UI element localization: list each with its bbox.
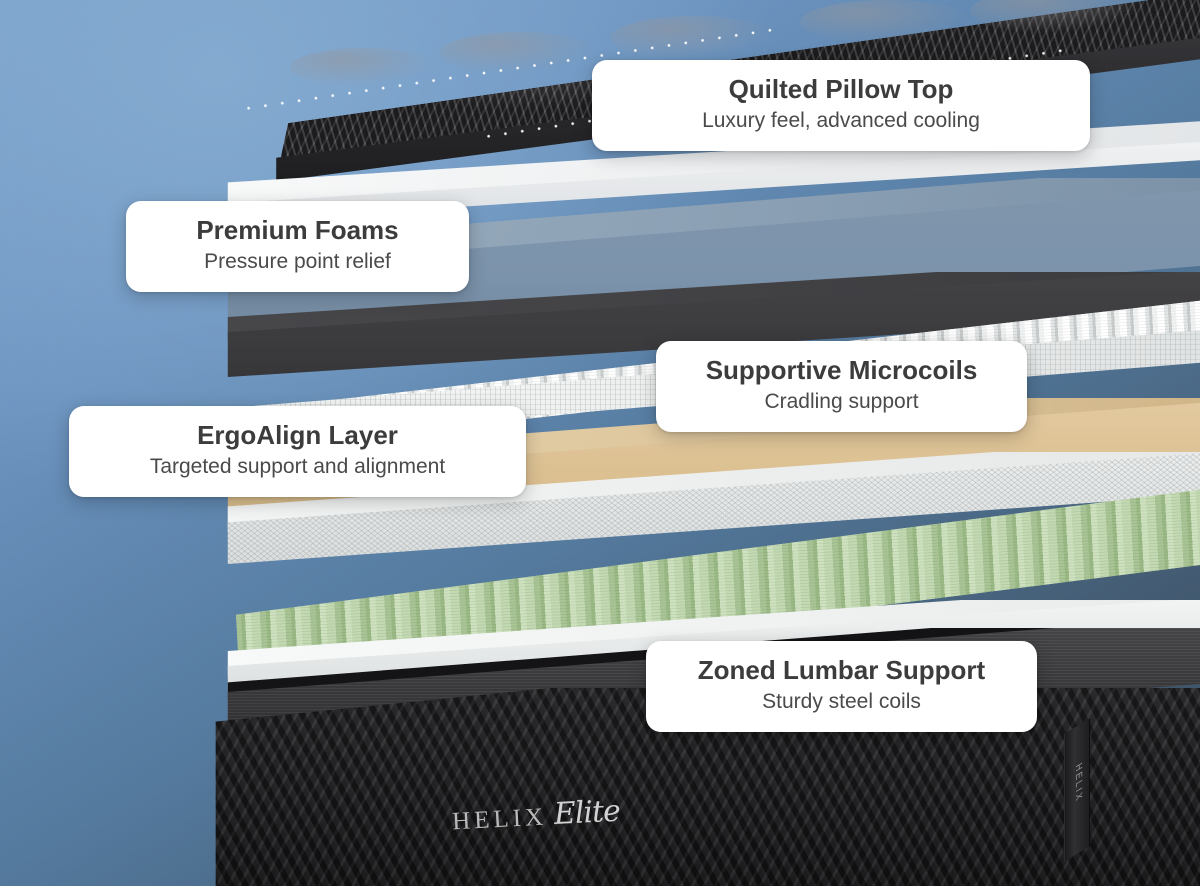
callout-title: Quilted Pillow Top (728, 74, 954, 104)
callout-quilted-pillow-top[interactable]: Quilted Pillow Top Luxury feel, advanced… (592, 60, 1090, 151)
callout-subtitle: Cradling support (764, 389, 919, 413)
quilt-bump (610, 16, 780, 60)
callout-subtitle: Sturdy steel coils (762, 689, 921, 713)
callout-ergoalign-layer[interactable]: ErgoAlign Layer Targeted support and ali… (69, 406, 526, 497)
side-handle: HELIX (1064, 718, 1090, 862)
callout-title: Supportive Microcoils (705, 355, 978, 385)
callout-supportive-microcoils[interactable]: Supportive Microcoils Cradling support (656, 341, 1027, 432)
callout-title: Zoned Lumbar Support (697, 655, 986, 685)
callout-title: ErgoAlign Layer (197, 420, 398, 450)
callout-subtitle: Luxury feel, advanced cooling (702, 108, 980, 132)
callout-subtitle: Pressure point relief (204, 249, 391, 273)
callout-premium-foams[interactable]: Premium Foams Pressure point relief (126, 201, 469, 292)
callout-zoned-lumbar-support[interactable]: Zoned Lumbar Support Sturdy steel coils (646, 641, 1037, 732)
callout-subtitle: Targeted support and alignment (149, 454, 446, 478)
side-handle-label: HELIX (1074, 760, 1084, 805)
callout-title: Premium Foams (196, 215, 399, 245)
